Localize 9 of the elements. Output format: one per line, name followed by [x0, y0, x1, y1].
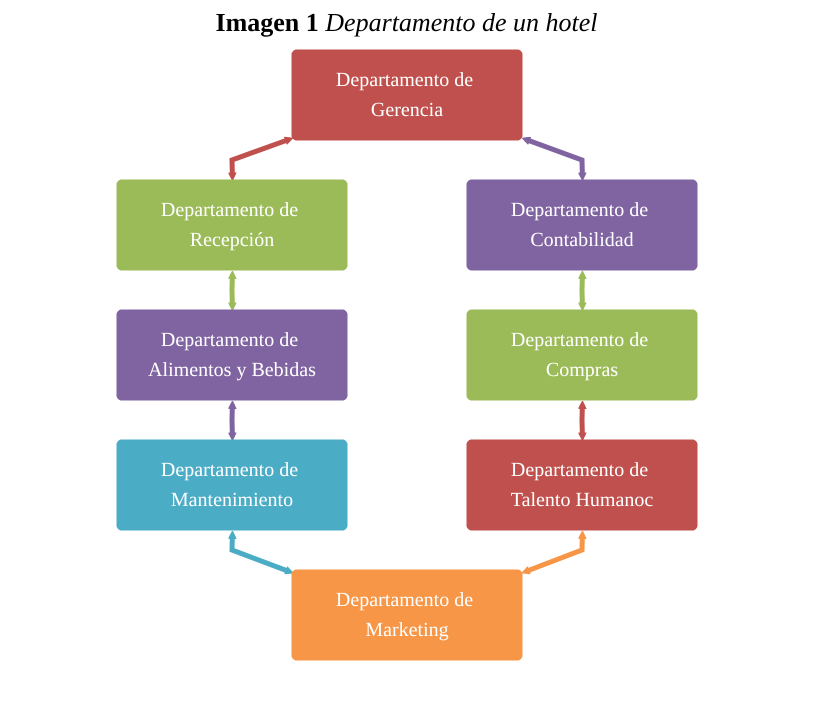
arrow [227, 400, 236, 441]
arrow [227, 270, 236, 311]
figure-title: Imagen 1 Departamento de un hotel [214, 8, 598, 38]
arrow [577, 270, 586, 311]
arrow [520, 530, 586, 574]
arrow [577, 400, 586, 441]
arrow [521, 136, 586, 181]
arrow [227, 530, 294, 574]
arrow [227, 136, 293, 181]
